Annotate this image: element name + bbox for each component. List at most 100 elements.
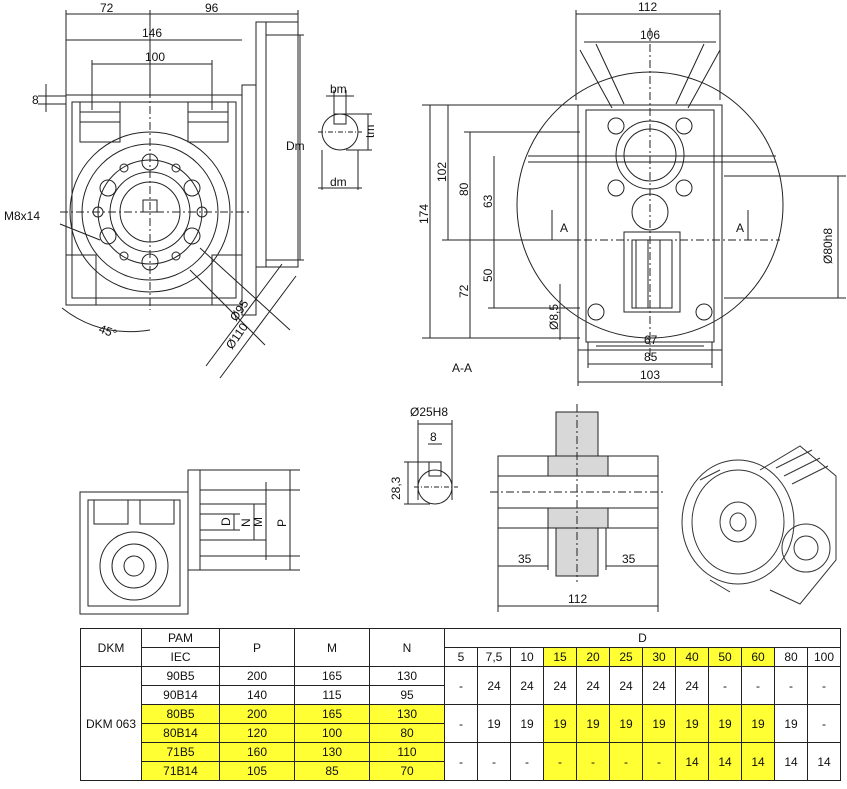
bore-cell: 14 bbox=[807, 742, 841, 781]
thread-label: M8x14 bbox=[4, 209, 40, 223]
label-n: N bbox=[239, 518, 253, 527]
cell-n: 70 bbox=[369, 761, 445, 781]
label-p: P bbox=[275, 519, 289, 527]
label-dm: dm bbox=[330, 175, 347, 189]
ratio-header: 40 bbox=[675, 647, 709, 667]
bore-cell: - bbox=[807, 704, 841, 743]
cell-m: 165 bbox=[294, 666, 370, 686]
bore-cell: 14 bbox=[708, 742, 742, 781]
bore-cell: - bbox=[444, 666, 478, 705]
bore-cell: 24 bbox=[609, 666, 643, 705]
bore-cell: 24 bbox=[477, 666, 511, 705]
bore-cell: 19 bbox=[675, 704, 709, 743]
dim-112: 112 bbox=[638, 0, 657, 14]
cell-iec: 90B14 bbox=[141, 685, 220, 705]
shaft-key-detail: bm tm dm bbox=[318, 82, 377, 190]
cell-m: 115 bbox=[294, 685, 370, 705]
label-d: D bbox=[219, 517, 233, 526]
ratio-header: 20 bbox=[576, 647, 610, 667]
bore-cell: - bbox=[477, 742, 511, 781]
bore-cell: - bbox=[609, 742, 643, 781]
header-p: P bbox=[219, 628, 295, 667]
header-pam: PAM bbox=[141, 628, 220, 648]
bore-cell: - bbox=[642, 742, 676, 781]
angle-45: 45° bbox=[97, 322, 119, 341]
dim-72: 72 bbox=[457, 284, 471, 298]
cell-n: 130 bbox=[369, 704, 445, 724]
ratio-header: 5 bbox=[444, 647, 478, 667]
bore-cell: 14 bbox=[741, 742, 775, 781]
dim-35-left: 35 bbox=[518, 552, 532, 566]
ratio-header: 30 bbox=[642, 647, 676, 667]
cell-p: 120 bbox=[219, 723, 295, 743]
dim-85: 85 bbox=[644, 350, 658, 364]
technical-drawing: 72 96 146 100 bbox=[4, 0, 846, 615]
dim-102: 102 bbox=[435, 162, 449, 182]
header-d: D bbox=[444, 628, 841, 648]
cell-m: 85 bbox=[294, 761, 370, 781]
dim-146: 146 bbox=[142, 26, 162, 40]
cell-iec: 90B5 bbox=[141, 666, 220, 686]
ratio-header: 10 bbox=[510, 647, 544, 667]
bore-cell: - bbox=[444, 742, 478, 781]
cell-n: 95 bbox=[369, 685, 445, 705]
hollow-shaft-section: 35 35 112 bbox=[490, 404, 666, 612]
ratio-header: 80 bbox=[774, 647, 808, 667]
header-iec: IEC bbox=[141, 647, 220, 667]
bore-cell: 24 bbox=[675, 666, 709, 705]
cell-n: 80 bbox=[369, 723, 445, 743]
cell-iec: 80B5 bbox=[141, 704, 220, 724]
side-view: 112 106 bbox=[417, 0, 846, 386]
dim-96: 96 bbox=[205, 1, 219, 15]
header-m: M bbox=[294, 628, 370, 667]
bore-cell: 19 bbox=[741, 704, 775, 743]
flange-view: D N M P bbox=[79, 469, 300, 615]
ratio-header: 25 bbox=[609, 647, 643, 667]
bore-cell: 19 bbox=[510, 704, 544, 743]
ratio-header: 15 bbox=[543, 647, 577, 667]
cell-n: 110 bbox=[369, 742, 445, 762]
section-a-left: A bbox=[560, 221, 568, 235]
cell-m: 130 bbox=[294, 742, 370, 762]
bore-cell: - bbox=[576, 742, 610, 781]
bore-cell: 19 bbox=[609, 704, 643, 743]
cell-p: 200 bbox=[219, 666, 295, 686]
dim-dm: Dm bbox=[286, 139, 305, 153]
cell-p: 160 bbox=[219, 742, 295, 762]
bore-cell: 19 bbox=[708, 704, 742, 743]
bore-cell: 19 bbox=[642, 704, 676, 743]
bore-cell: - bbox=[444, 704, 478, 743]
dim-112b: 112 bbox=[568, 592, 587, 606]
header-dkm: DKM bbox=[80, 628, 142, 667]
dim-28-3: 28,3 bbox=[389, 476, 403, 500]
cell-iec: 71B5 bbox=[141, 742, 220, 762]
label-m: M bbox=[251, 517, 265, 527]
cell-m: 165 bbox=[294, 704, 370, 724]
bore-cell: 19 bbox=[477, 704, 511, 743]
label-tm: tm bbox=[363, 125, 377, 138]
dim-35-right: 35 bbox=[622, 552, 636, 566]
cell-iec: 71B14 bbox=[141, 761, 220, 781]
dim-72: 72 bbox=[100, 1, 114, 15]
bore-detail: Ø25H8 8 28,3 bbox=[389, 405, 458, 505]
dim-d110: Ø110 bbox=[223, 320, 251, 352]
dim-d80h8: Ø80h8 bbox=[821, 228, 835, 264]
cell-p: 200 bbox=[219, 704, 295, 724]
dim-8: 8 bbox=[32, 93, 39, 107]
front-view: 72 96 146 100 bbox=[4, 1, 305, 379]
cell-iec: 80B14 bbox=[141, 723, 220, 743]
dim-50: 50 bbox=[481, 268, 495, 282]
dim-d8-5: Ø8,5 bbox=[547, 304, 561, 330]
dim-d25h8: Ø25H8 bbox=[410, 405, 448, 419]
gearbox-isometric bbox=[681, 445, 837, 605]
bore-cell: 14 bbox=[774, 742, 808, 781]
ratio-header: 60 bbox=[741, 647, 775, 667]
bore-cell: - bbox=[708, 666, 742, 705]
bore-cell: - bbox=[741, 666, 775, 705]
